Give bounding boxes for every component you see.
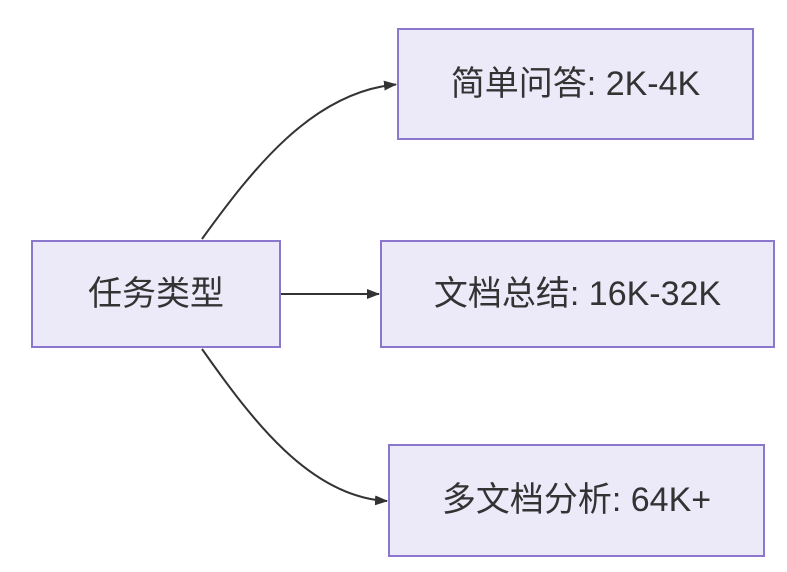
node-multi-doc-analysis: 多文档分析: 64K+ <box>388 444 765 557</box>
node-simple-qa: 简单问答: 2K-4K <box>397 28 754 140</box>
edge-root-to-simple-qa <box>201 80 397 240</box>
node-doc-summary: 文档总结: 16K-32K <box>380 240 775 348</box>
node-simple-qa-label: 简单问答: 2K-4K <box>450 64 701 103</box>
node-task-type: 任务类型 <box>31 240 281 348</box>
node-doc-summary-label: 文档总结: 16K-32K <box>433 274 722 313</box>
edge-root-to-multi-doc <box>201 348 388 506</box>
node-task-type-label: 任务类型 <box>88 274 224 313</box>
node-multi-doc-analysis-label: 多文档分析: 64K+ <box>441 481 712 520</box>
